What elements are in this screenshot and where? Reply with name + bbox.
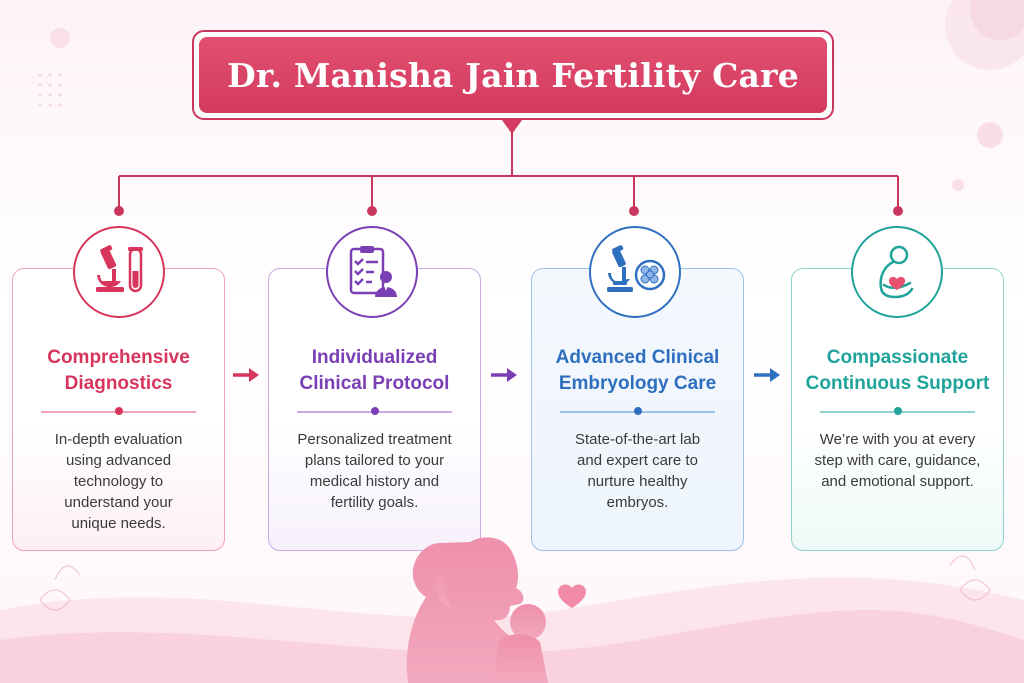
divider-dot [633, 407, 642, 415]
step-description: We’re with you at every step with care, … [814, 431, 981, 490]
arrow-right-icon [491, 368, 517, 382]
step-title: Comprehensive Diagnostics [47, 347, 190, 394]
step-icon-badge [851, 226, 943, 318]
microscope-embryo-icon [607, 245, 666, 292]
step-icon-badge [73, 226, 165, 318]
step-title: Individualized Clinical Protocol [299, 347, 450, 394]
page-title: Dr. Manisha Jain Fertility Care [227, 55, 799, 95]
microscope-test-tube-icon [96, 245, 143, 293]
step-icon-badge [589, 226, 681, 318]
title-banner-fill: Dr. Manisha Jain Fertility Care [199, 37, 827, 113]
step-icon-badge [326, 226, 418, 318]
step-description: Personalized treatment plans tailored to… [297, 431, 452, 511]
mother-heart-icon [879, 245, 914, 299]
step-card-embryology: Advanced Clinical Embryology Care State-… [531, 268, 744, 551]
step-description: State-of-the-art lab and expert care to … [574, 431, 701, 511]
divider-dot [370, 407, 379, 415]
arrow-right-icon [233, 368, 259, 382]
divider-dot [114, 407, 123, 415]
step-title: Advanced Clinical Embryology Care [555, 347, 720, 394]
arrow-right-icon [754, 368, 780, 382]
divider-dot [893, 407, 902, 415]
title-banner: Dr. Manisha Jain Fertility Care [192, 30, 834, 120]
clipboard-doctor-icon [349, 246, 397, 297]
step-title: Compassionate Continuous Support [805, 347, 990, 394]
step-description: In-depth evaluation using advanced techn… [54, 431, 183, 532]
